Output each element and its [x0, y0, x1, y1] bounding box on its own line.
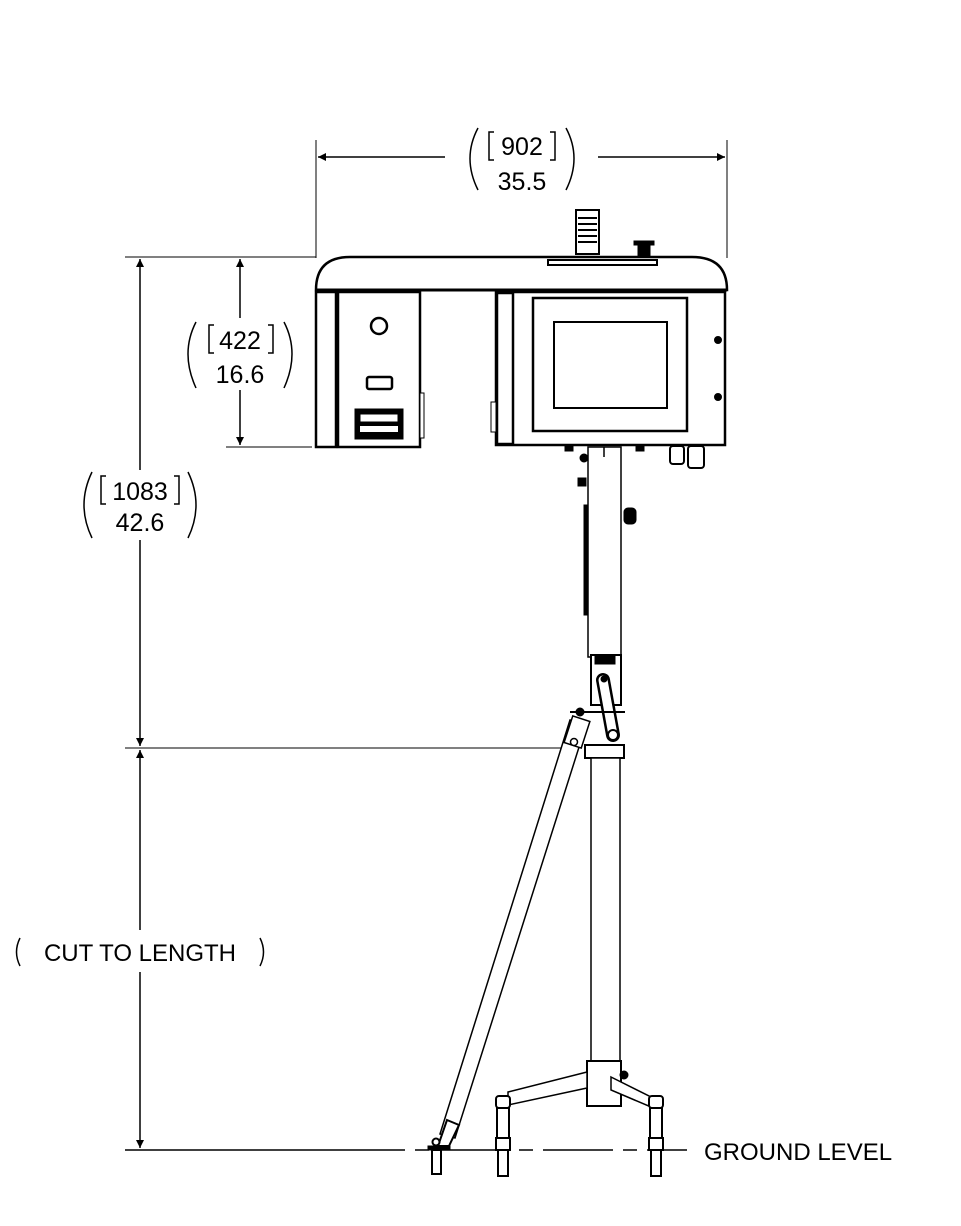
right-caster: [648, 1095, 664, 1177]
touch-screen: [553, 321, 668, 409]
overall-height-imperial: 42.6: [116, 509, 165, 537]
cabinet-height-imperial: 16.6: [216, 361, 265, 389]
beacon-light: [575, 209, 600, 255]
enclosure: [314, 209, 729, 469]
overall-height-metric: 1083: [112, 478, 168, 506]
upper-pole: [587, 446, 622, 658]
overall-height-dimension: 1083 42.6: [83, 256, 570, 749]
width-dimension: 902 35.5: [315, 127, 728, 258]
adjustment-knob: [623, 507, 637, 525]
diagonal-brace: [427, 714, 591, 1175]
ground-level-line: GROUND LEVEL: [125, 1139, 892, 1166]
cabinet-height-metric: 422: [219, 327, 261, 355]
left-caster: [495, 1095, 511, 1177]
cut-to-length-label: CUT TO LENGTH: [44, 940, 236, 967]
stand: [427, 446, 664, 1177]
ground-level-label: GROUND LEVEL: [704, 1139, 892, 1166]
pole-length-dimension: CUT TO LENGTH: [15, 750, 265, 1148]
width-metric: 902: [501, 133, 543, 161]
width-imperial: 35.5: [498, 168, 547, 196]
clamp-lever: [570, 654, 625, 742]
left-control-box: [314, 290, 425, 449]
lower-pole: [590, 757, 621, 1062]
hmi-cabinet: [490, 290, 727, 469]
left-leg: [507, 1071, 588, 1106]
cabinet-height-dimension: 422 16.6: [187, 256, 316, 448]
pole-collar: [584, 744, 625, 759]
emergency-stop: [633, 240, 655, 257]
mount-bar: [547, 259, 658, 266]
